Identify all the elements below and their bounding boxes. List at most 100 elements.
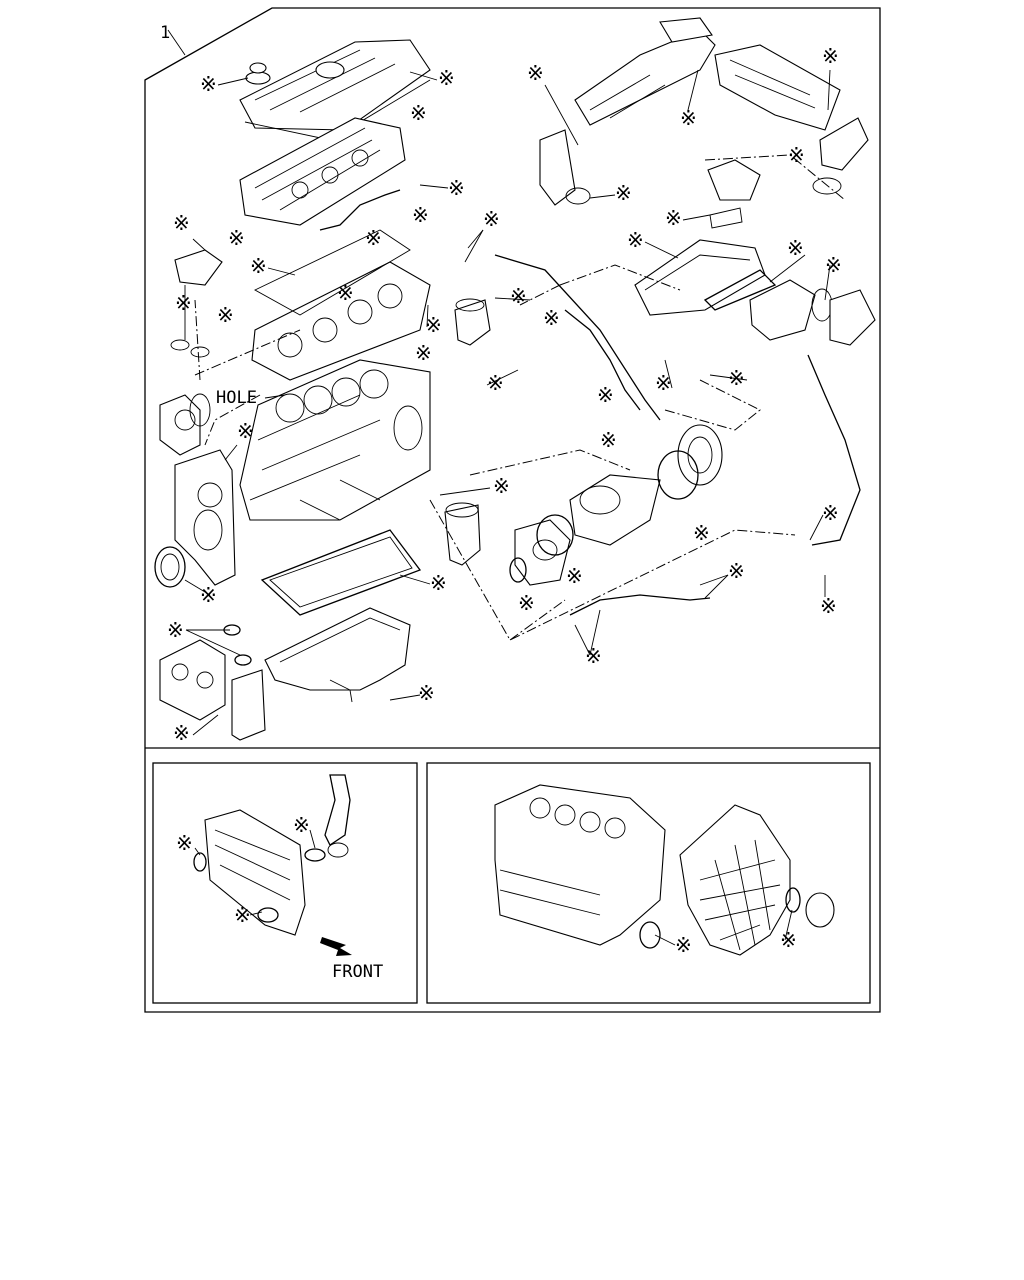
- inset-box-left: [152, 762, 418, 1004]
- main-frame: [144, 7, 881, 1013]
- callout-marker: ※: [493, 474, 510, 498]
- timing-cover: [174, 449, 236, 586]
- front-label: FRONT: [332, 962, 383, 982]
- callout-marker: ※: [293, 813, 310, 837]
- callout-marker: ※: [543, 306, 560, 330]
- inset-rear-seal: [639, 921, 661, 949]
- callout-marker: ※: [167, 618, 184, 642]
- callout-marker: ※: [787, 236, 804, 260]
- front-oil-seal: [154, 546, 186, 588]
- callout-marker: ※: [788, 143, 805, 167]
- callout-marker: ※: [680, 106, 697, 130]
- compressor-flange: [514, 519, 571, 586]
- callout-marker: ※: [675, 933, 692, 957]
- callout-marker: ※: [412, 203, 429, 227]
- oil-cooler-element: [231, 669, 266, 741]
- guide-line-2: [519, 264, 681, 306]
- callout-marker: ※: [728, 366, 745, 390]
- callout-marker: ※: [527, 61, 544, 85]
- callout-marker: ※: [780, 928, 797, 952]
- fuel-pipe-1: [494, 254, 661, 421]
- rear-cover: [204, 809, 306, 936]
- thermostat-housing: [170, 249, 223, 358]
- callout-marker: ※: [430, 571, 447, 595]
- item-number: 1: [160, 23, 170, 43]
- inset-box-right: [426, 762, 871, 1004]
- rear-oil-pipe: [324, 774, 351, 858]
- compressor-gasket-ring: [536, 514, 574, 556]
- callout-markers: ※ ※ ※ ※ ※ ※ ※ ※ ※ ※ ※ ※ ※ ※ ※ ※ ※ ※ ※ ※ …: [167, 44, 842, 957]
- exhaust-manifold: [574, 17, 716, 126]
- inset-engine-block: [494, 784, 666, 946]
- callout-marker: ※: [237, 419, 254, 443]
- callout-marker: ※: [510, 284, 527, 308]
- oil-pipe: [569, 594, 711, 616]
- guide-line-3: [429, 499, 796, 641]
- callout-marker: ※: [820, 594, 837, 618]
- callout-marker: ※: [483, 207, 500, 231]
- callout-marker: ※: [217, 303, 234, 327]
- callout-marker: ※: [250, 254, 267, 278]
- callout-marker: ※: [487, 371, 504, 395]
- exhaust-outlet: [539, 129, 591, 206]
- cylinder-head: [239, 117, 406, 226]
- callout-marker: ※: [665, 206, 682, 230]
- head-cover: [239, 39, 431, 141]
- callout-marker: ※: [448, 176, 465, 200]
- callout-marker: ※: [365, 226, 382, 250]
- callout-marker: ※: [615, 181, 632, 205]
- callout-marker: ※: [175, 291, 192, 315]
- water-pump: [159, 393, 211, 456]
- callout-marker: ※: [438, 66, 455, 90]
- callout-marker: ※: [415, 341, 432, 365]
- callout-marker: ※: [425, 313, 442, 337]
- inset-o-ring: [785, 887, 801, 913]
- item-leader: [167, 29, 186, 56]
- guide-line-1: [194, 299, 301, 381]
- egr-pipe: [812, 117, 869, 195]
- cover-o-ring: [657, 450, 699, 500]
- callout-marker: ※: [337, 281, 354, 305]
- cylinder-block: [239, 359, 431, 521]
- head-gasket: [251, 229, 431, 381]
- intake-gasket: [703, 269, 777, 311]
- inset-cover-cap: [805, 892, 835, 928]
- callout-marker: ※: [693, 521, 710, 545]
- marker-leaders: [184, 69, 831, 946]
- callout-marker: ※: [418, 681, 435, 705]
- callout-marker: ※: [200, 583, 217, 607]
- callout-marker: ※: [585, 644, 602, 668]
- flywheel-housing: [679, 804, 791, 956]
- oil-pan-gasket: [260, 529, 422, 616]
- callout-marker: ※: [822, 501, 839, 525]
- inset-gasket-3: [257, 907, 279, 923]
- inset-gasket-2: [304, 848, 326, 862]
- cooler-gasket-2: [234, 654, 252, 666]
- oil-filter: [444, 502, 481, 566]
- callout-marker: ※: [597, 383, 614, 407]
- hole-leader: [264, 394, 286, 399]
- egr-valve: [707, 159, 761, 229]
- callout-marker: ※: [822, 44, 839, 68]
- fuel-filter-top: [454, 298, 491, 346]
- callout-marker: ※: [228, 226, 245, 250]
- air-compressor: [569, 474, 661, 546]
- inset-gasket-1: [193, 852, 207, 872]
- callout-marker: ※: [173, 721, 190, 745]
- callout-marker: ※: [176, 831, 193, 855]
- fuel-pipe-2: [564, 309, 641, 411]
- callout-marker: ※: [655, 371, 672, 395]
- callout-marker: ※: [627, 228, 644, 252]
- callout-marker: ※: [728, 559, 745, 583]
- egr-cooler: [714, 44, 841, 131]
- callout-marker: ※: [410, 101, 427, 125]
- callout-marker: ※: [234, 903, 251, 927]
- compressor-o-ring: [509, 557, 527, 583]
- front-arrow-icon: [320, 937, 352, 956]
- callout-marker: ※: [566, 564, 583, 588]
- guide-line-4: [664, 379, 761, 431]
- guide-line-5: [704, 154, 846, 201]
- pulley-cover: [677, 424, 723, 486]
- guide-line-6: [469, 449, 631, 476]
